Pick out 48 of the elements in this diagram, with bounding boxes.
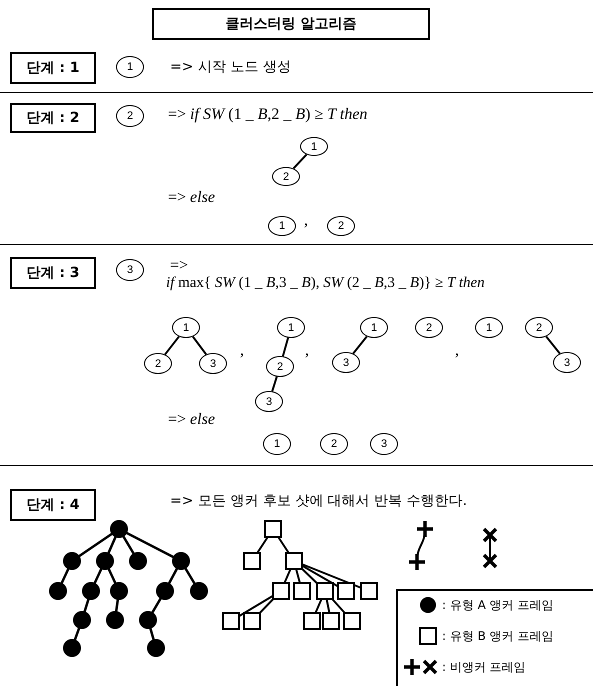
numbered-circle: 2 bbox=[266, 356, 294, 377]
condition-text: => 모든 앵커 후보 샷에 대해서 반복 수행한다. bbox=[170, 492, 468, 510]
separator-comma: , bbox=[240, 342, 244, 360]
step-box: 단계 : 2 bbox=[10, 103, 96, 133]
numbered-circle: 2 bbox=[415, 317, 443, 338]
tree-link bbox=[352, 336, 368, 354]
numbered-circle: 1 bbox=[116, 56, 144, 78]
numbered-circle: 2 bbox=[320, 433, 348, 455]
numbered-circle: 1 bbox=[300, 137, 328, 156]
condition-text: if max{ SW (1 _ B,3 _ B), SW (2 _ B,3 _ B)} ≥ T then bbox=[166, 275, 485, 292]
step-box: 단계 : 3 bbox=[10, 257, 96, 289]
tree-link bbox=[192, 336, 207, 355]
legend-text: : 비앵커 프레임 bbox=[442, 659, 526, 676]
numbered-circle: 1 bbox=[172, 317, 200, 338]
tree-link bbox=[164, 336, 180, 356]
numbered-circle: 3 bbox=[370, 433, 398, 455]
condition-text: => bbox=[170, 257, 188, 275]
separator-comma: , bbox=[304, 212, 308, 230]
numbered-circle: 1 bbox=[277, 317, 305, 338]
numbered-circle: 1 bbox=[360, 317, 388, 338]
numbered-circle: 2 bbox=[144, 353, 172, 374]
numbered-circle: 3 bbox=[199, 353, 227, 374]
numbered-circle: 2 bbox=[525, 317, 553, 338]
numbered-circle: 3 bbox=[116, 259, 144, 281]
condition-text: => else bbox=[168, 189, 215, 207]
separator-comma: , bbox=[305, 342, 309, 360]
numbered-circle: 2 bbox=[116, 105, 144, 127]
title-box: 클러스터링 알고리즘 bbox=[152, 8, 430, 40]
condition-text: => 시작 노드 생성 bbox=[170, 58, 291, 76]
separator-comma: , bbox=[455, 342, 459, 360]
condition-text: => if SW (1 _ B,2 _ B) ≥ T then bbox=[168, 106, 368, 124]
legend-text: : 유형 A 앵커 프레임 bbox=[442, 597, 554, 614]
numbered-circle: 1 bbox=[263, 433, 291, 455]
numbered-circle: 1 bbox=[268, 216, 296, 236]
numbered-circle: 1 bbox=[475, 317, 503, 338]
numbered-circle: 2 bbox=[272, 167, 300, 186]
numbered-circle: 3 bbox=[553, 352, 581, 373]
step-box: 단계 : 4 bbox=[10, 489, 96, 521]
numbered-circle: 3 bbox=[332, 352, 360, 373]
step-box: 단계 : 1 bbox=[10, 52, 96, 84]
tree-link bbox=[545, 336, 561, 354]
tree-link bbox=[282, 338, 290, 356]
condition-text: => else bbox=[168, 411, 215, 429]
tree-link bbox=[271, 376, 278, 392]
numbered-circle: 3 bbox=[255, 391, 283, 412]
legend-text: : 유형 B 앵커 프레임 bbox=[442, 628, 554, 645]
numbered-circle: 2 bbox=[327, 216, 355, 236]
tree-link bbox=[292, 154, 308, 170]
